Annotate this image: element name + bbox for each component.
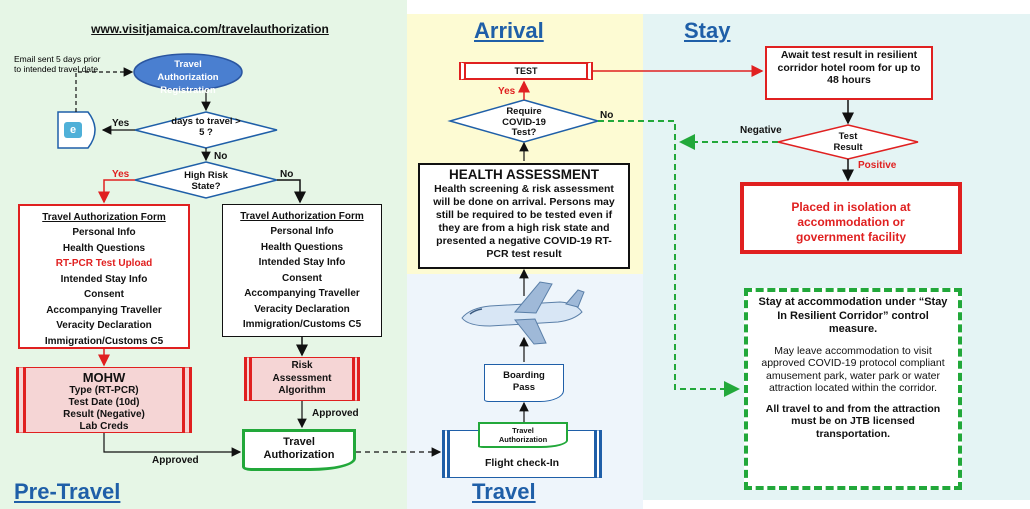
form-item: Consent bbox=[282, 272, 322, 284]
approved-label-1: Approved bbox=[152, 455, 199, 466]
airplane-icon bbox=[461, 281, 585, 345]
arrival-title: Arrival bbox=[474, 18, 544, 43]
mohw-line: Type (RT-PCR) bbox=[69, 385, 139, 396]
health-text: Health screening & risk assessment will … bbox=[433, 183, 615, 260]
email-icon: e bbox=[64, 122, 82, 138]
high-risk-label: High Risk State? bbox=[184, 170, 228, 192]
email-note: Email sent 5 days prior to intended trav… bbox=[14, 54, 101, 74]
form-item: Veracity Declaration bbox=[254, 303, 350, 315]
approved-label-2: Approved bbox=[312, 408, 359, 419]
risk-assessment-box: Risk Assessment Algorithm bbox=[244, 357, 360, 401]
test-box: TEST bbox=[459, 62, 593, 80]
arrival-no-label: No bbox=[600, 110, 614, 121]
positive-label: Positive bbox=[858, 160, 897, 171]
isolation-text: Placed in isolation at accommodation or … bbox=[791, 200, 911, 244]
health-assessment-box: HEALTH ASSESSMENT Health screening & ris… bbox=[418, 163, 630, 269]
form-item: Consent bbox=[84, 289, 124, 300]
negative-label: Negative bbox=[740, 125, 782, 136]
mohw-title: MOHW bbox=[82, 370, 126, 385]
resilient-corridor-box: Stay at accommodation under “Stay In Res… bbox=[744, 288, 962, 490]
boarding-label: Boarding Pass bbox=[503, 370, 545, 393]
mohw-line: Result (Negative) bbox=[63, 409, 145, 420]
form-item: Intended Stay Info bbox=[258, 257, 346, 268]
isolation-box: Placed in isolation at accommodation or … bbox=[740, 182, 962, 254]
form-item: Health Questions bbox=[62, 242, 146, 254]
boarding-pass-doc: Boarding Pass bbox=[484, 364, 564, 402]
health-title: HEALTH ASSESSMENT bbox=[448, 167, 599, 182]
flight-checkin-box: Flight check-In bbox=[442, 430, 602, 478]
corridor-title: Stay at accommodation under “Stay In Res… bbox=[758, 296, 948, 335]
checkin-label: Flight check-In bbox=[484, 457, 560, 469]
travel-title: Travel bbox=[472, 479, 536, 504]
corridor-paragraph-2: All travel to and from the attraction mu… bbox=[765, 402, 941, 440]
form-item: Accompanying Traveller bbox=[244, 288, 360, 299]
yes-label-2: Yes bbox=[112, 169, 130, 180]
form-item: Accompanying Traveller bbox=[46, 304, 162, 316]
form-item: Immigration/Customs C5 bbox=[242, 319, 362, 330]
corridor-paragraph-1: May leave accommodation to visit approve… bbox=[761, 344, 945, 395]
form-item: Health Questions bbox=[260, 241, 344, 253]
form-low-title: Travel Authorization Form bbox=[240, 211, 364, 222]
travel-auth-label: Travel Authorization bbox=[263, 436, 335, 461]
form-item: Intended Stay Info bbox=[60, 273, 148, 285]
travel-authorization-doc: Travel Authorization bbox=[242, 429, 356, 471]
registration-oval bbox=[133, 53, 243, 91]
form-item: Personal Info bbox=[270, 226, 334, 237]
arrival-yes-label: Yes bbox=[498, 86, 516, 97]
no-label-1: No bbox=[214, 151, 228, 162]
yes-label-1: Yes bbox=[112, 118, 130, 129]
form-item: Immigration/Customs C5 bbox=[44, 335, 164, 347]
mohw-box: MOHW Type (RT-PCR) Test Date (10d) Resul… bbox=[16, 367, 192, 433]
pre-travel-title: Pre-Travel bbox=[14, 479, 121, 504]
form-item: Veracity Declaration bbox=[56, 320, 152, 331]
url-text[interactable]: www.visitjamaica.com/travelauthorization bbox=[91, 22, 329, 36]
no-label-2: No bbox=[280, 169, 294, 180]
days-decision-label: days to travel > 5 ? bbox=[171, 116, 241, 138]
require-test-diamond bbox=[447, 99, 601, 143]
high-risk-diamond bbox=[134, 161, 278, 199]
await-text: Await test result in resilient corridor … bbox=[777, 49, 921, 86]
checkin-doc-label: Travel Authorization bbox=[498, 426, 548, 444]
form-item-test-upload: RT-PCR Test Upload bbox=[55, 258, 153, 269]
mohw-line: Lab Creds bbox=[79, 421, 129, 432]
require-test-label: Require COVID-19 Test? bbox=[502, 106, 546, 138]
form-high-title: Travel Authorization Form bbox=[42, 212, 166, 223]
test-result-label: Test Result bbox=[833, 131, 863, 153]
registration-label: Travel Authorization Registration bbox=[157, 59, 219, 96]
risk-label: Risk Assessment Algorithm bbox=[272, 360, 332, 396]
form-item: Personal Info bbox=[72, 227, 136, 238]
mohw-line: Test Date (10d) bbox=[68, 397, 140, 408]
await-result-box: Await test result in resilient corridor … bbox=[765, 46, 933, 100]
travel-authorization-form-high-risk: Travel Authorization Form Personal Info … bbox=[18, 204, 190, 349]
travel-authorization-form-low-risk: Travel Authorization Form Personal Info … bbox=[222, 204, 382, 337]
test-label: TEST bbox=[514, 66, 538, 76]
checkin-travel-auth-doc: Travel Authorization bbox=[478, 422, 568, 448]
stay-title: Stay bbox=[684, 18, 731, 43]
